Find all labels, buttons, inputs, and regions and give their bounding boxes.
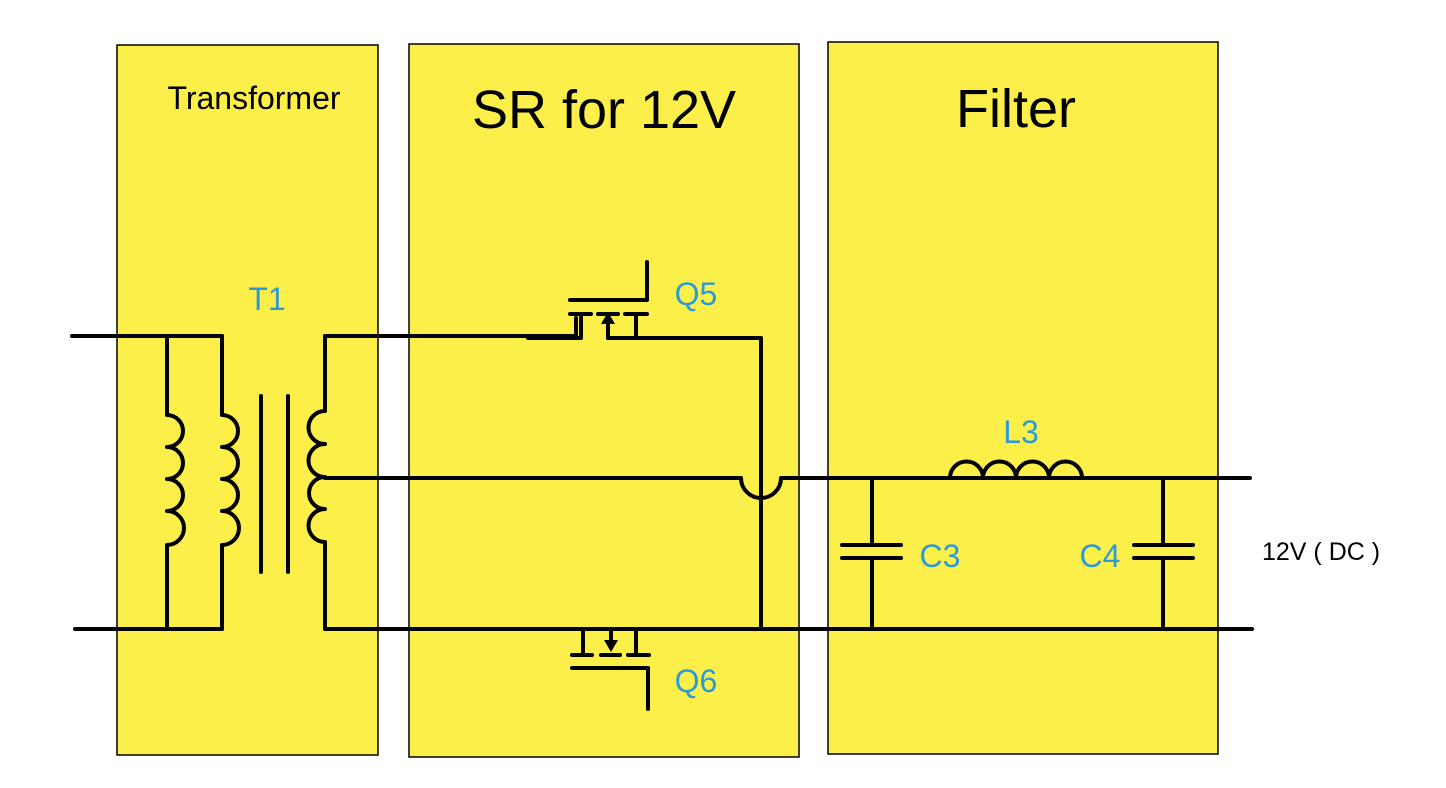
primary-coil-1 [165, 334, 186, 631]
block-transformer: Transformer [116, 44, 379, 756]
block-title-filter: Filter [956, 79, 1076, 139]
label-q6: Q6 [675, 663, 718, 699]
filter-network: C3 L3 C4 [840, 414, 1195, 631]
block-sr-bg [408, 43, 800, 758]
output-voltage-label: 12V ( DC ) [1262, 538, 1380, 566]
q6-arrow-icon [604, 640, 618, 652]
inductor-l3 [948, 459, 1084, 480]
q6-gate [570, 666, 650, 711]
primary-coil-2 [220, 334, 241, 631]
block-filter: Filter [827, 41, 1219, 755]
wire-q5-to-bottom [653, 336, 763, 631]
label-c4: C4 [1080, 538, 1121, 574]
label-q5: Q5 [675, 276, 718, 312]
block-sr: SR for 12V [408, 43, 800, 758]
q5-source-lead [526, 312, 583, 340]
label-t1: T1 [248, 281, 285, 317]
q5-gate [568, 260, 649, 302]
block-title-transformer: Transformer [167, 80, 340, 116]
block-title-sr: SR for 12V [472, 80, 736, 140]
label-l3: L3 [1003, 414, 1039, 450]
label-c3: C3 [920, 538, 961, 574]
mosfet-q5: Q5 [526, 260, 763, 631]
block-filter-bg [827, 41, 1219, 755]
mosfet-q6: Q6 [570, 627, 718, 711]
block-transformer-bg [116, 44, 379, 756]
q5-arrow-icon [601, 312, 615, 324]
